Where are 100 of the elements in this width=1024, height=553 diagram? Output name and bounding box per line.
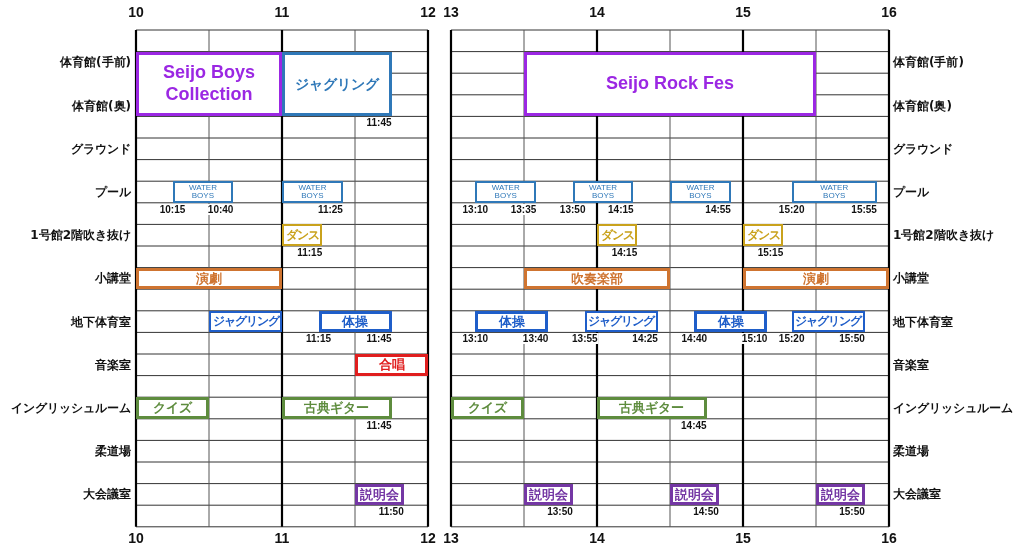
event-label: WATER BOYS bbox=[686, 183, 715, 201]
event-box bbox=[136, 397, 209, 419]
event-box bbox=[172, 181, 234, 203]
event-box bbox=[475, 181, 537, 203]
event-label: ジャグリング bbox=[588, 314, 655, 329]
time-label: 15:50 bbox=[838, 506, 866, 518]
event-label: Seijo Rock Fes bbox=[605, 73, 735, 95]
time-label: 11:45 bbox=[365, 333, 393, 345]
time-label: 13:10 bbox=[461, 203, 490, 215]
event-label: 演劇 bbox=[196, 270, 222, 287]
hour-tick-label: 12 bbox=[420, 530, 436, 546]
hour-tick-label: 14 bbox=[589, 530, 605, 546]
room-label: 体育館(奥) bbox=[893, 97, 952, 115]
room-label: 大会議室 bbox=[83, 486, 131, 504]
room-label: 体育館(手前) bbox=[60, 54, 131, 72]
time-label: 14:45 bbox=[680, 419, 708, 431]
event-label: 説明会 bbox=[359, 486, 399, 503]
event-box bbox=[572, 181, 634, 203]
room-label: プール bbox=[95, 184, 131, 201]
room-label: 柔道場 bbox=[95, 443, 131, 461]
time-label: 15:20 bbox=[777, 333, 806, 345]
room-label: 小講堂 bbox=[893, 270, 929, 288]
event-label: 吹奏楽部 bbox=[571, 270, 623, 287]
room-label: 地下体育室 bbox=[71, 313, 131, 331]
event-box bbox=[136, 267, 282, 290]
hour-tick-label: 10 bbox=[128, 530, 144, 546]
event-label: 体操 bbox=[498, 313, 525, 330]
hour-tick-label: 10 bbox=[128, 4, 144, 20]
time-label: 11:25 bbox=[316, 203, 344, 215]
room-label: 1号館2階吹き抜け bbox=[893, 227, 994, 245]
hour-tick-label: 16 bbox=[881, 4, 897, 20]
time-label: 10:15 bbox=[158, 203, 187, 215]
event-label: 合唱 bbox=[378, 357, 405, 373]
event-box bbox=[282, 181, 343, 203]
hour-tick-label: 13 bbox=[443, 530, 459, 546]
event-box bbox=[451, 397, 524, 419]
event-box bbox=[816, 483, 865, 506]
time-label: 11:45 bbox=[365, 419, 393, 431]
hour-tick-label: 11 bbox=[274, 530, 290, 546]
event-label: ダンス bbox=[600, 228, 634, 243]
time-label: 13:40 bbox=[521, 333, 550, 345]
event-label: 古典ギター bbox=[304, 400, 370, 416]
event-box bbox=[670, 483, 719, 506]
event-label: 体操 bbox=[717, 313, 744, 330]
event-box bbox=[282, 51, 392, 117]
hour-tick-label: 14 bbox=[589, 4, 605, 20]
event-label: 説明会 bbox=[820, 486, 860, 503]
time-label: 14:40 bbox=[680, 333, 709, 345]
time-label: 14:15 bbox=[610, 247, 639, 258]
event-box bbox=[670, 181, 731, 203]
event-label: クイズ bbox=[468, 400, 507, 416]
room-label: 体育館(手前) bbox=[893, 54, 964, 72]
hour-tick-label: 12 bbox=[420, 4, 436, 20]
room-label: イングリッシュルーム bbox=[11, 400, 131, 417]
room-label: 柔道場 bbox=[893, 443, 929, 461]
event-label: 説明会 bbox=[674, 486, 714, 503]
room-label: イングリッシュルーム bbox=[893, 400, 1013, 417]
room-label: グラウンド bbox=[893, 140, 953, 158]
event-label: WATER BOYS bbox=[820, 183, 849, 201]
event-label: 古典ギター bbox=[619, 400, 685, 416]
hour-tick-label: 16 bbox=[881, 530, 897, 546]
time-label: 13:50 bbox=[558, 203, 587, 215]
time-label: 14:25 bbox=[631, 333, 659, 345]
time-label: 14:55 bbox=[704, 203, 732, 215]
time-label: 13:55 bbox=[571, 333, 599, 345]
event-box bbox=[524, 51, 816, 117]
time-label: 15:10 bbox=[740, 333, 769, 345]
hour-tick-label: 15 bbox=[735, 4, 751, 20]
hour-tick-label: 13 bbox=[443, 4, 459, 20]
room-label: グラウンド bbox=[71, 140, 131, 158]
event-label: WATER BOYS bbox=[188, 183, 217, 201]
hour-tick-label: 11 bbox=[274, 4, 290, 20]
event-label: ダンス bbox=[746, 228, 780, 243]
event-box bbox=[694, 310, 768, 333]
event-box bbox=[136, 51, 282, 117]
time-label: 14:50 bbox=[692, 506, 720, 518]
event-label: クイズ bbox=[153, 400, 192, 416]
time-label: 11:15 bbox=[296, 247, 324, 258]
event-label: 説明会 bbox=[528, 486, 568, 503]
room-label: 小講堂 bbox=[95, 270, 131, 288]
room-label: 大会議室 bbox=[893, 486, 941, 504]
event-label: ジャグリング bbox=[212, 314, 279, 329]
time-label: 13:35 bbox=[509, 203, 538, 215]
event-box bbox=[355, 354, 428, 376]
time-label: 11:50 bbox=[377, 506, 405, 518]
event-label: WATER BOYS bbox=[589, 183, 618, 201]
room-label: 音楽室 bbox=[95, 356, 131, 374]
event-label: Seijo Boys Collection bbox=[162, 62, 256, 106]
room-label: 1号館2階吹き抜け bbox=[30, 227, 131, 245]
event-box bbox=[318, 310, 392, 333]
time-label: 11:45 bbox=[365, 117, 393, 129]
event-box bbox=[282, 397, 392, 419]
time-label: 15:20 bbox=[777, 203, 806, 215]
room-label: 体育館(奥) bbox=[72, 97, 131, 115]
time-label: 13:50 bbox=[546, 506, 574, 518]
event-box bbox=[475, 310, 549, 333]
event-box bbox=[524, 483, 573, 506]
event-label: ジャグリング bbox=[795, 314, 862, 329]
time-label: 11:15 bbox=[305, 333, 332, 345]
room-label: 音楽室 bbox=[893, 356, 929, 374]
